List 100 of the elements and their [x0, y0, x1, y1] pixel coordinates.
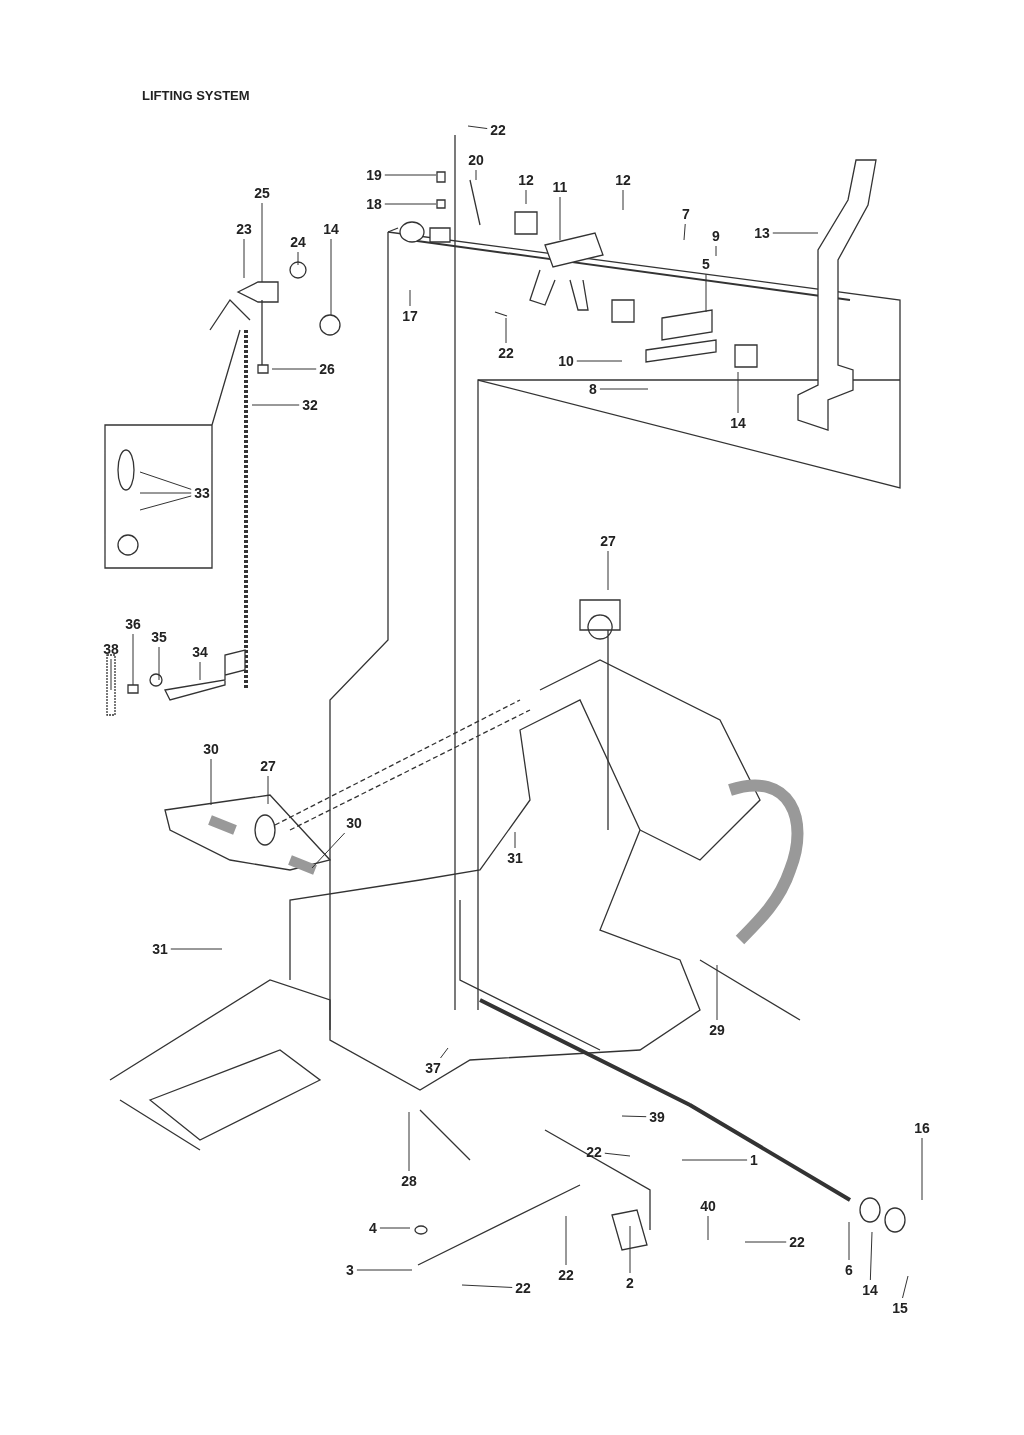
leader-line: [622, 189, 624, 211]
leader-line: [707, 1215, 709, 1241]
callout-number: 25: [254, 185, 270, 201]
leader-line: [683, 223, 686, 241]
leader-line: [559, 196, 561, 241]
callout-number: 29: [709, 1022, 725, 1038]
leader-line: [297, 251, 299, 266]
callout-number: 11: [552, 179, 568, 195]
leader-line: [505, 317, 507, 344]
leader-line: [921, 1137, 923, 1201]
callout-number: 38: [103, 641, 119, 657]
leader-line: [271, 368, 317, 370]
leader-line: [737, 371, 739, 414]
callout-number: 9: [712, 228, 720, 244]
leader-line: [514, 831, 516, 849]
callout-number: 22: [498, 345, 514, 361]
leader-line: [705, 273, 707, 313]
callout-number: 31: [152, 941, 168, 957]
leader-line: [261, 202, 263, 283]
callout-number: 8: [589, 381, 597, 397]
leader-line: [715, 245, 717, 257]
leader-line: [311, 832, 346, 869]
callout-number: 17: [402, 308, 418, 324]
leader-line: [139, 471, 192, 490]
leader-line: [243, 238, 245, 279]
callout-number: 30: [346, 815, 362, 831]
leader-line: [267, 775, 269, 805]
leader-line: [461, 1284, 513, 1288]
leader-line: [139, 495, 192, 511]
callout-number: 6: [845, 1262, 853, 1278]
leader-line: [565, 1215, 567, 1266]
callout-number: 22: [490, 122, 506, 138]
callout-number: 30: [203, 741, 219, 757]
callout-number: 35: [151, 629, 167, 645]
callout-number: 32: [302, 397, 318, 413]
leader-line: [772, 232, 819, 234]
leader-line: [356, 1269, 413, 1271]
leader-line: [110, 658, 112, 691]
callout-number: 15: [892, 1300, 908, 1316]
callout-number: 39: [649, 1109, 665, 1125]
callout-number: 23: [236, 221, 252, 237]
leader-line: [607, 550, 609, 591]
callout-number: 24: [290, 234, 306, 250]
callout-number: 27: [260, 758, 276, 774]
leader-line: [408, 1111, 410, 1172]
callout-number: 22: [586, 1144, 602, 1160]
callout-number: 36: [125, 616, 141, 632]
leader-line: [330, 238, 332, 316]
callout-number: 5: [702, 256, 710, 272]
callout-number: 33: [194, 485, 210, 501]
callout-number: 13: [754, 225, 770, 241]
leader-line: [716, 964, 718, 1021]
callout-number: 37: [425, 1060, 441, 1076]
callout-number: 19: [366, 167, 382, 183]
leader-line: [848, 1221, 850, 1261]
diagram-title: LIFTING SYSTEM: [142, 88, 250, 103]
callout-number: 40: [700, 1198, 716, 1214]
callout-number: 12: [518, 172, 534, 188]
callout-number: 12: [615, 172, 631, 188]
callout-number: 16: [914, 1120, 930, 1136]
leader-line: [599, 388, 649, 390]
callout-number: 7: [682, 206, 690, 222]
leader-line: [467, 125, 488, 130]
callout-number: 22: [789, 1234, 805, 1250]
leader-line: [604, 1152, 631, 1157]
leader-line: [170, 948, 223, 950]
leader-line: [384, 174, 437, 176]
callout-number: 31: [507, 850, 523, 866]
callout-number: 22: [558, 1267, 574, 1283]
leader-line: [902, 1275, 909, 1299]
leader-line: [199, 661, 201, 681]
callout-number: 20: [468, 152, 484, 168]
leader-line: [158, 646, 160, 681]
leader-line: [744, 1241, 787, 1243]
leader-line: [629, 1225, 631, 1274]
callout-number: 2: [626, 1275, 634, 1291]
leader-line: [210, 758, 212, 806]
leader-line: [139, 492, 192, 494]
callout-number: 14: [323, 221, 339, 237]
leader-line: [409, 289, 411, 307]
leader-line: [251, 404, 300, 406]
leader-line: [621, 1115, 647, 1118]
callout-number: 10: [558, 353, 574, 369]
leader-line: [869, 1231, 873, 1281]
callout-number: 26: [319, 361, 335, 377]
callout-number: 14: [730, 415, 746, 431]
callout-number: 4: [369, 1220, 377, 1236]
callout-number: 18: [366, 196, 382, 212]
callout-number: 22: [515, 1280, 531, 1296]
leader-line: [576, 360, 623, 362]
callout-number: 28: [401, 1173, 417, 1189]
leader-line: [379, 1227, 411, 1229]
callout-number: 27: [600, 533, 616, 549]
leader-line: [384, 203, 437, 205]
callout-number: 34: [192, 644, 208, 660]
leader-line: [475, 169, 477, 181]
leader-line: [132, 633, 134, 686]
callout-number: 3: [346, 1262, 354, 1278]
leader-line: [440, 1047, 449, 1059]
callout-number: 14: [862, 1282, 878, 1298]
